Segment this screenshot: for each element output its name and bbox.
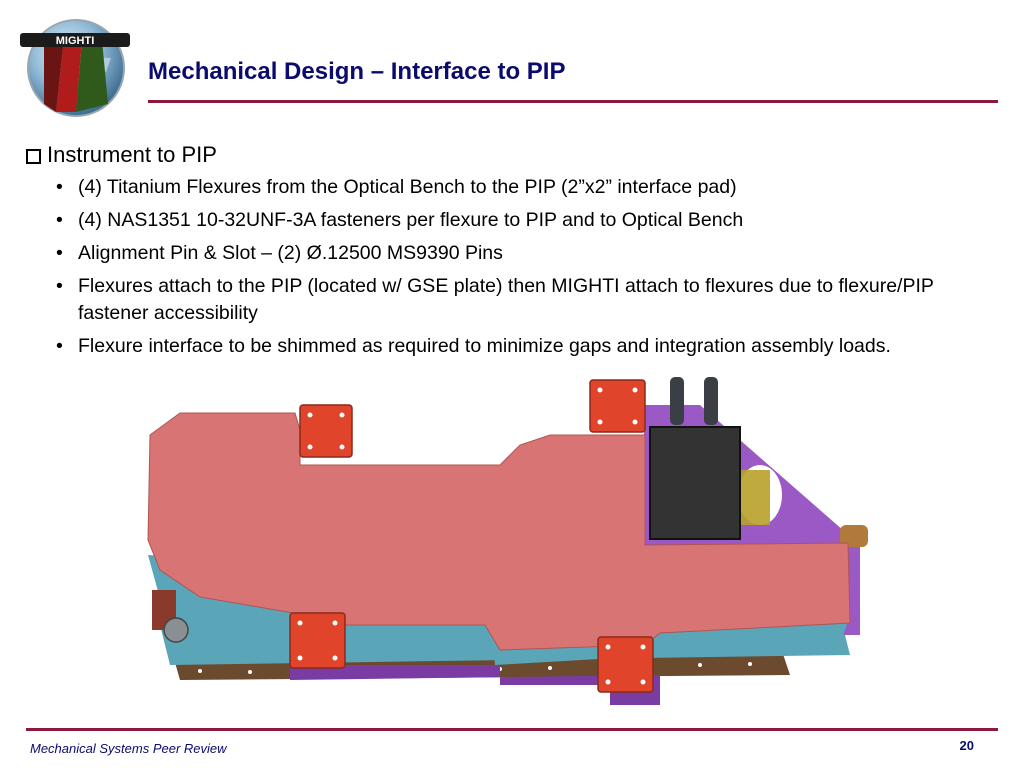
page-number: 20 [959, 738, 974, 753]
bullet-item: Flexures attach to the PIP (located w/ G… [26, 273, 986, 327]
bullet-item: Flexure interface to be shimmed as requi… [26, 333, 986, 360]
cad-model-figure [140, 375, 870, 715]
mighti-logo: MIGHTI [16, 12, 134, 120]
bullet-list: (4) Titanium Flexures from the Optical B… [26, 174, 986, 360]
section-heading-text: Instrument to PIP [47, 142, 217, 167]
slide-title: Mechanical Design – Interface to PIP [148, 58, 566, 85]
bullet-item: (4) Titanium Flexures from the Optical B… [26, 174, 986, 201]
checkbox-bullet-icon [26, 148, 41, 164]
title-rule [148, 100, 998, 103]
bullet-item: Alignment Pin & Slot – (2) Ø.12500 MS939… [26, 240, 986, 267]
section-heading: Instrument to PIP [26, 142, 986, 168]
footer-label: Mechanical Systems Peer Review [30, 741, 227, 756]
bullet-item: (4) NAS1351 10-32UNF-3A fasteners per fl… [26, 207, 986, 234]
slide-content: Instrument to PIP (4) Titanium Flexures … [26, 140, 986, 366]
footer-rule [26, 728, 998, 731]
logo-text: MIGHTI [56, 35, 95, 47]
